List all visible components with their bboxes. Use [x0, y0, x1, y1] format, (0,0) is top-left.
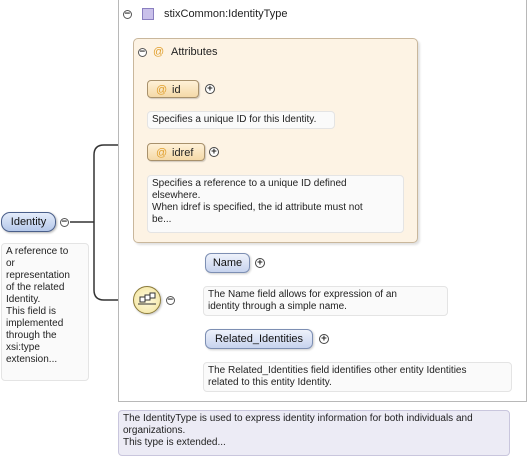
identity-doc: A reference to or representation of the … [1, 243, 89, 381]
sequence-glyph-icon [138, 292, 156, 305]
attribute-name: idref [172, 147, 194, 159]
attribute-at-icon: @ [156, 84, 168, 96]
attribute-at-icon: @ [156, 147, 168, 159]
related-identities-element[interactable]: Related_Identities [205, 329, 313, 349]
attribute-id-doc: Specifies a unique ID for this Identity. [147, 111, 335, 129]
attribute-idref[interactable]: @ idref [147, 143, 205, 161]
attribute-idref-doc: Specifies a reference to a unique ID def… [147, 175, 404, 233]
identity-element[interactable]: Identity [1, 212, 56, 232]
related-identities-expand-icon[interactable]: + [319, 334, 329, 344]
type-name: stixCommon:IdentityType [164, 8, 288, 20]
name-expand-icon[interactable]: + [255, 258, 265, 268]
related-identities-doc: The Related_Identities field identifies … [203, 362, 512, 392]
name-doc: The Name field allows for expression of … [203, 286, 448, 316]
complex-type-icon [142, 8, 154, 20]
sequence-collapse-toggle[interactable]: − [166, 295, 175, 305]
attribute-id-expand-icon[interactable]: + [205, 84, 215, 94]
attributes-title: Attributes [171, 46, 218, 58]
attribute-id[interactable]: @ id [147, 80, 199, 98]
name-element[interactable]: Name [205, 253, 250, 273]
sequence-icon[interactable] [133, 286, 161, 314]
type-collapse-toggle[interactable]: − [123, 9, 132, 19]
identity-collapse-toggle[interactable]: − [60, 217, 69, 227]
attributes-collapse-toggle[interactable]: − [138, 47, 147, 57]
type-doc: The IdentityType is used to express iden… [118, 410, 510, 456]
attribute-name: id [172, 84, 181, 96]
attribute-at-icon: @ [153, 46, 165, 58]
attribute-idref-expand-icon[interactable]: + [209, 147, 219, 157]
